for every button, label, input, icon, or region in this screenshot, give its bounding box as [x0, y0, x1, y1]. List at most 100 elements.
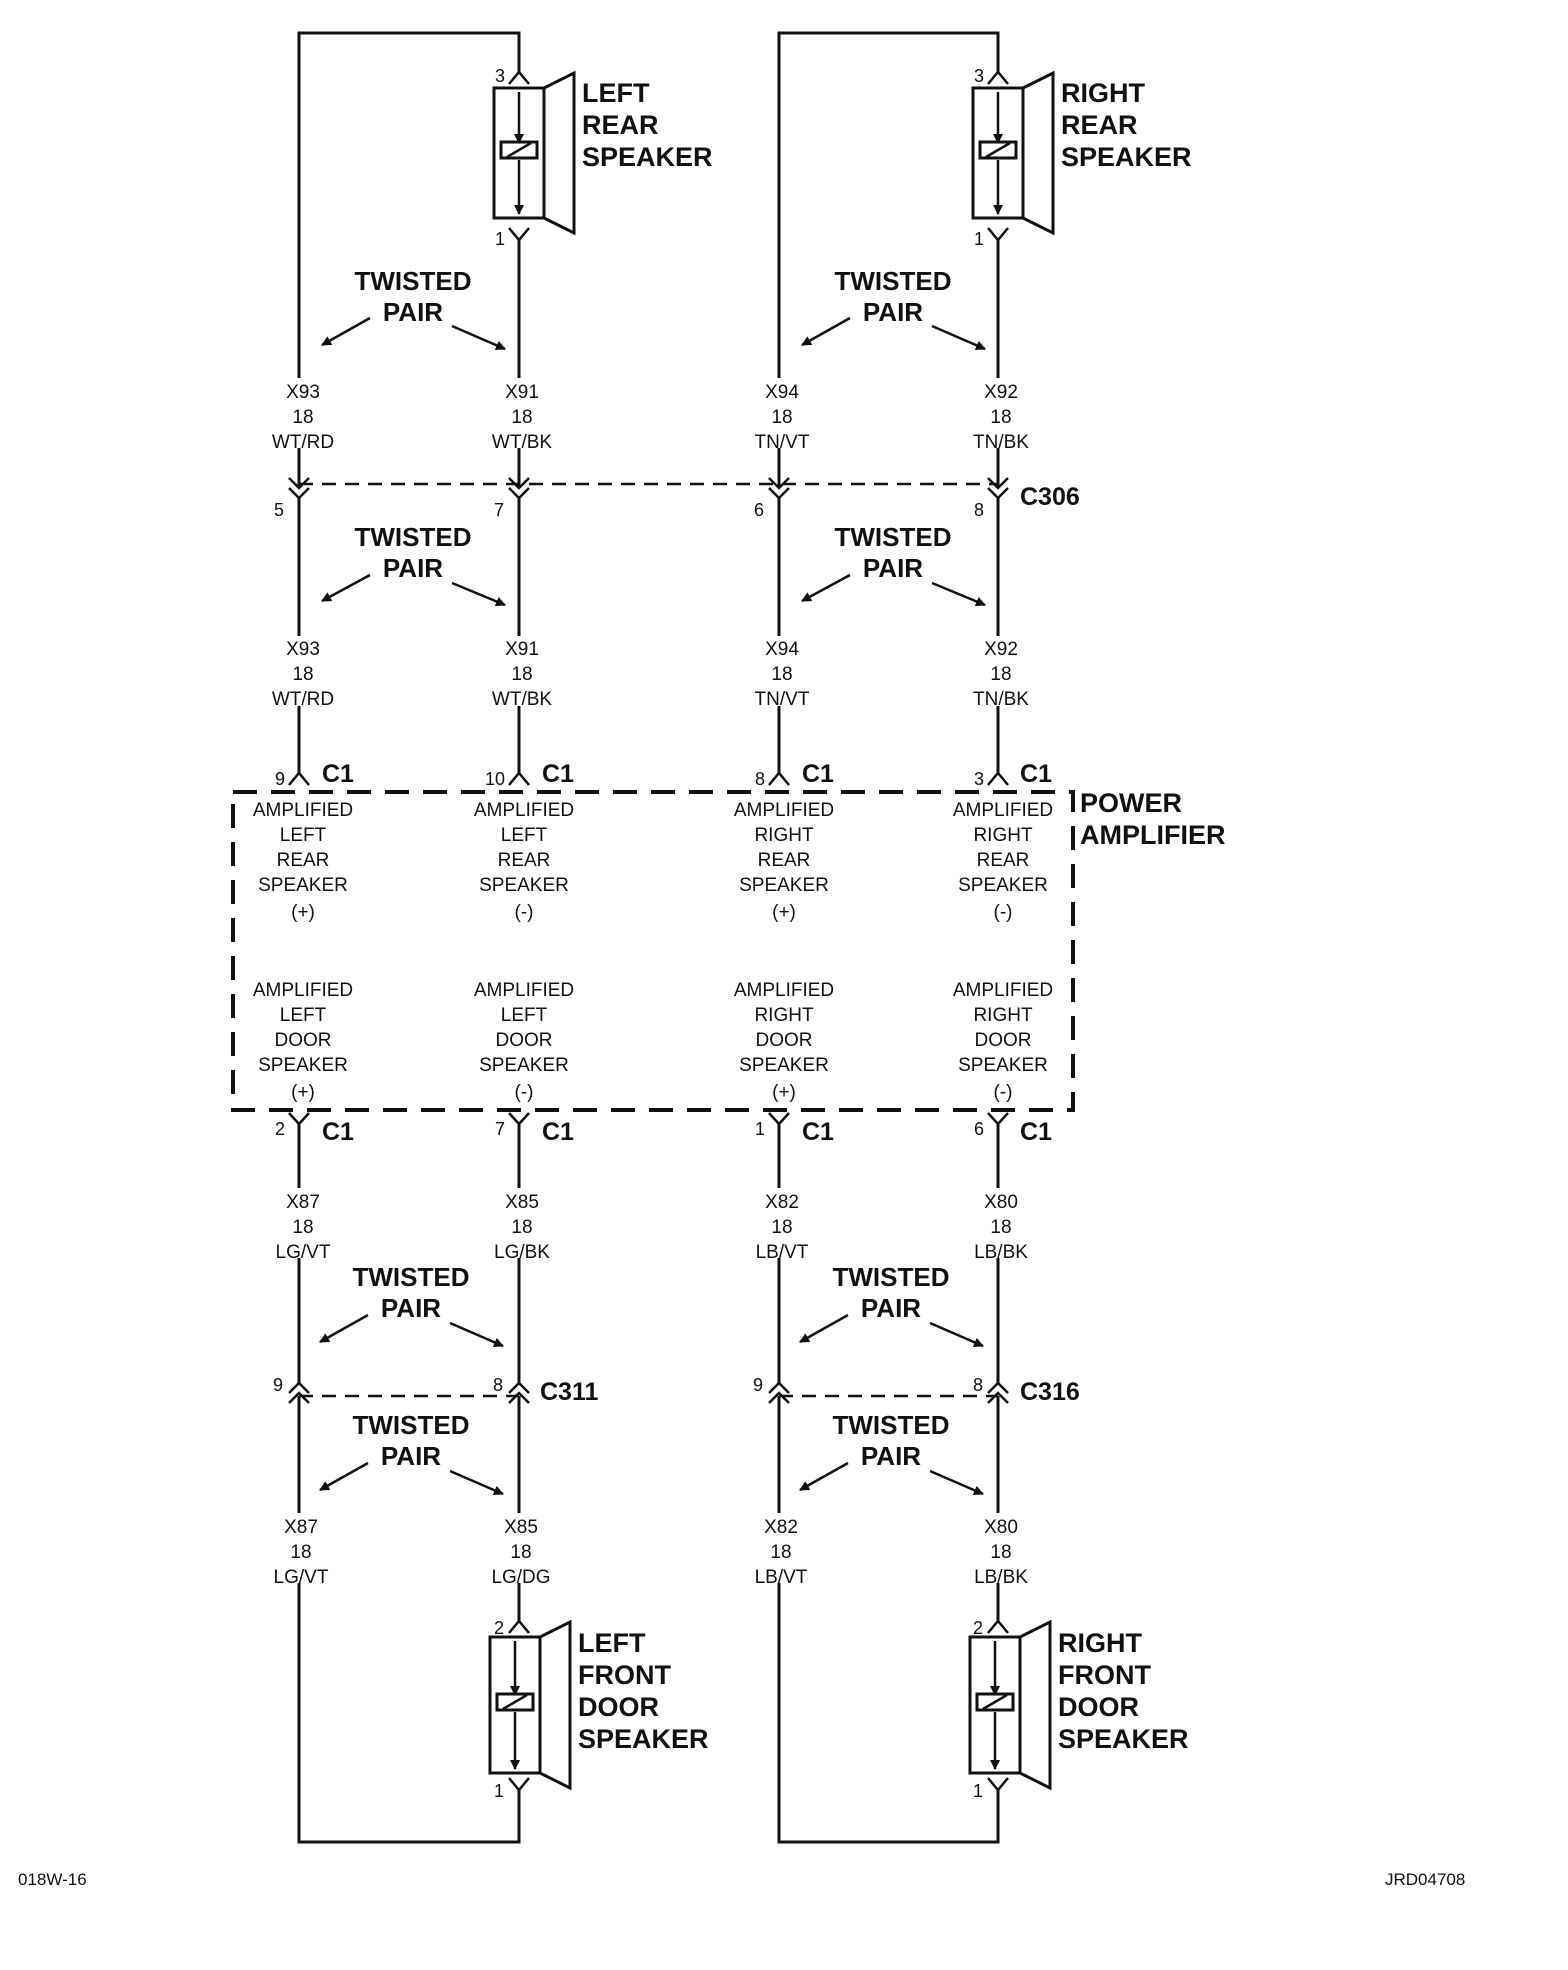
svg-text:9: 9 — [273, 1375, 283, 1395]
wire-labels-upper: X93 18 WT/RD X91 18 WT/BK X94 18 TN/VT X… — [272, 378, 1029, 453]
svg-text:(+): (+) — [772, 902, 796, 923]
svg-text:X87: X87 — [286, 1192, 320, 1213]
wire-x87-bottom — [297, 1396, 521, 1844]
svg-text:18: 18 — [292, 1217, 313, 1238]
svg-text:8: 8 — [755, 769, 765, 789]
left-rear-speaker-symbol — [492, 70, 576, 242]
svg-text:RIGHT: RIGHT — [754, 825, 814, 846]
svg-text:AMPLIFIED: AMPLIFIED — [253, 980, 353, 1001]
svg-text:LEFT: LEFT — [280, 825, 327, 846]
svg-text:X80: X80 — [984, 1517, 1018, 1538]
svg-text:PAIR: PAIR — [863, 297, 923, 327]
svg-text:LEFT: LEFT — [501, 1005, 548, 1026]
svg-text:REAR: REAR — [977, 850, 1030, 871]
svg-text:TWISTED: TWISTED — [353, 1410, 470, 1440]
svg-text:DOOR: DOOR — [578, 1692, 659, 1722]
svg-text:AMPLIFIED: AMPLIFIED — [474, 800, 574, 821]
svg-text:RIGHT: RIGHT — [973, 1005, 1033, 1026]
svg-text:LG/VT: LG/VT — [276, 1242, 331, 1263]
svg-text:(-): (-) — [994, 902, 1013, 923]
svg-text:X92: X92 — [984, 382, 1018, 403]
svg-text:REAR: REAR — [582, 110, 659, 140]
svg-text:DOOR: DOOR — [275, 1030, 332, 1051]
svg-text:SPEAKER: SPEAKER — [739, 1055, 829, 1076]
svg-text:5: 5 — [274, 500, 284, 520]
svg-text:18: 18 — [290, 1542, 311, 1563]
connector-labels: C306 C1 C1 C1 C1 C1 C1 C1 C1 C311 C316 — [322, 483, 1080, 1406]
svg-text:WT/BK: WT/BK — [492, 689, 552, 710]
svg-text:PAIR: PAIR — [383, 297, 443, 327]
svg-text:TWISTED: TWISTED — [835, 522, 952, 552]
svg-text:X85: X85 — [504, 1517, 538, 1538]
figure-code-left: 018W-16 — [18, 1870, 87, 1889]
power-amplifier-label: POWER AMPLIFIER — [1080, 788, 1226, 850]
svg-text:AMPLIFIED: AMPLIFIED — [734, 800, 834, 821]
svg-text:TWISTED: TWISTED — [833, 1410, 950, 1440]
svg-text:8: 8 — [973, 1375, 983, 1395]
svg-text:(-): (-) — [515, 902, 534, 923]
svg-text:RIGHT: RIGHT — [1061, 78, 1146, 108]
power-amplifier-box — [231, 790, 1075, 1112]
svg-text:2: 2 — [494, 1618, 504, 1638]
svg-text:TN/VT: TN/VT — [755, 689, 810, 710]
svg-text:C1: C1 — [802, 1118, 834, 1146]
svg-text:PAIR: PAIR — [861, 1441, 921, 1471]
svg-text:AMPLIFIED: AMPLIFIED — [953, 980, 1053, 1001]
svg-text:9: 9 — [753, 1375, 763, 1395]
svg-text:LB/BK: LB/BK — [974, 1567, 1028, 1588]
svg-text:FRONT: FRONT — [1058, 1660, 1151, 1690]
svg-text:AMPLIFIED: AMPLIFIED — [734, 980, 834, 1001]
wire-labels-bottom: X87 18 LG/VT X85 18 LG/DG X82 18 LB/VT X… — [274, 1513, 1028, 1588]
left-front-door-speaker-symbol — [488, 1619, 572, 1792]
svg-text:2: 2 — [973, 1618, 983, 1638]
svg-text:C1: C1 — [542, 1118, 574, 1146]
svg-text:1: 1 — [974, 229, 984, 249]
amplifier-rear-functions: AMPLIFIED LEFT REAR SPEAKER (+) AMPLIFIE… — [253, 800, 1053, 923]
svg-text:TN/VT: TN/VT — [755, 432, 810, 453]
wire-labels-middle: X93 18 WT/RD X91 18 WT/BK X94 18 TN/VT X… — [272, 636, 1029, 710]
wire-x94-upper — [777, 31, 1000, 486]
svg-text:X94: X94 — [765, 382, 799, 403]
svg-text:AMPLIFIER: AMPLIFIER — [1080, 820, 1226, 850]
svg-text:X92: X92 — [984, 639, 1018, 660]
svg-text:SPEAKER: SPEAKER — [258, 1055, 348, 1076]
svg-text:18: 18 — [511, 664, 532, 685]
svg-text:TWISTED: TWISTED — [353, 1262, 470, 1292]
svg-text:RIGHT: RIGHT — [973, 825, 1033, 846]
figure-code-right: JRD04708 — [1385, 1870, 1465, 1889]
svg-text:X85: X85 — [505, 1192, 539, 1213]
svg-text:LB/BK: LB/BK — [974, 1242, 1028, 1263]
svg-text:REAR: REAR — [498, 850, 551, 871]
svg-text:SPEAKER: SPEAKER — [958, 1055, 1048, 1076]
svg-text:LB/VT: LB/VT — [756, 1242, 809, 1263]
amplifier-door-functions: AMPLIFIED LEFT DOOR SPEAKER (+) AMPLIFIE… — [253, 980, 1053, 1103]
svg-text:FRONT: FRONT — [578, 1660, 671, 1690]
right-front-door-speaker-label: RIGHT FRONT DOOR SPEAKER — [1058, 1628, 1189, 1754]
svg-text:DOOR: DOOR — [496, 1030, 553, 1051]
svg-text:POWER: POWER — [1080, 788, 1182, 818]
svg-text:1: 1 — [973, 1781, 983, 1801]
svg-text:SPEAKER: SPEAKER — [582, 142, 713, 172]
wire-labels-lower: X87 18 LG/VT X85 18 LG/BK X82 18 LB/VT X… — [276, 1188, 1028, 1263]
svg-text:9: 9 — [275, 769, 285, 789]
svg-text:18: 18 — [292, 407, 313, 428]
svg-text:X91: X91 — [505, 382, 539, 403]
left-front-door-speaker-label: LEFT FRONT DOOR SPEAKER — [578, 1628, 709, 1754]
svg-text:WT/RD: WT/RD — [272, 432, 334, 453]
svg-text:AMPLIFIED: AMPLIFIED — [253, 800, 353, 821]
svg-text:TWISTED: TWISTED — [833, 1262, 950, 1292]
svg-text:18: 18 — [510, 1542, 531, 1563]
svg-text:10: 10 — [485, 769, 505, 789]
svg-text:SPEAKER: SPEAKER — [1058, 1724, 1189, 1754]
svg-text:X82: X82 — [764, 1517, 798, 1538]
svg-text:LEFT: LEFT — [280, 1005, 327, 1026]
wire-x93-upper — [297, 31, 521, 486]
svg-text:3: 3 — [974, 769, 984, 789]
c311-c316-connector-symbols — [288, 1381, 1009, 1404]
svg-text:PAIR: PAIR — [383, 553, 443, 583]
svg-text:SPEAKER: SPEAKER — [958, 875, 1048, 896]
svg-text:LG/DG: LG/DG — [491, 1567, 550, 1588]
svg-text:SPEAKER: SPEAKER — [1061, 142, 1192, 172]
svg-text:PAIR: PAIR — [863, 553, 923, 583]
svg-text:7: 7 — [495, 1119, 505, 1139]
